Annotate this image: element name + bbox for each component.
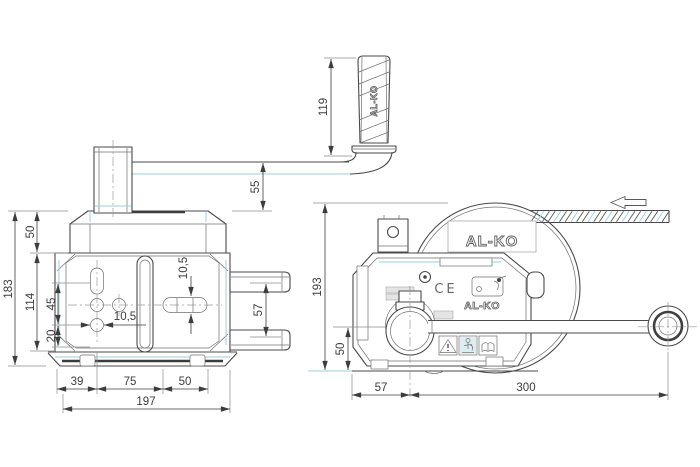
dim-side-base-a: 57 bbox=[375, 382, 388, 394]
spec-label bbox=[433, 310, 454, 320]
ce-mark: CE bbox=[434, 282, 457, 297]
handle-logo: AL-KO bbox=[369, 86, 379, 117]
warning-triangle-icon bbox=[439, 339, 457, 353]
dim-overall-height: 183 bbox=[3, 279, 15, 298]
dim-crank-offset: 55 bbox=[250, 181, 262, 194]
dim-handle-length: 119 bbox=[318, 98, 330, 116]
front-dimensions: 119 55 183 50 114 45 20 10,5 10,5 bbox=[3, 57, 356, 413]
strap-guard-tab bbox=[526, 271, 545, 299]
crank-handle-grip: AL-KO bbox=[357, 55, 391, 144]
dim-hole-diameter: 10,5 bbox=[114, 311, 136, 323]
dim-hub-height: 50 bbox=[335, 343, 347, 356]
dim-base-a: 39 bbox=[71, 376, 84, 388]
mounting-tab bbox=[377, 218, 409, 253]
dim-bracket-span: 57 bbox=[253, 304, 265, 317]
dim-hole-span-upper: 45 bbox=[46, 298, 58, 311]
screw-center bbox=[423, 275, 427, 279]
dim-base-c: 50 bbox=[179, 376, 192, 388]
housing-logo: AL-KO bbox=[464, 300, 500, 312]
dim-top-height: 50 bbox=[25, 226, 37, 239]
front-view: AL-KO bbox=[47, 55, 397, 367]
mounting-tab-hole bbox=[386, 225, 400, 239]
housing-side-rail bbox=[356, 265, 369, 341]
side-view: AL-KO CE AL-KO bbox=[348, 195, 697, 399]
housing-top-notch bbox=[439, 257, 493, 267]
dim-slot-width: 10,5 bbox=[178, 257, 190, 279]
hook-latch-label-icon bbox=[471, 275, 507, 297]
dim-side-base-b: 300 bbox=[516, 382, 535, 394]
operator-warning-icon bbox=[460, 337, 476, 354]
screw-head-icon bbox=[418, 270, 432, 284]
warning-label-row bbox=[438, 335, 498, 356]
manual-book-icon bbox=[481, 342, 495, 352]
dim-side-overall-height: 193 bbox=[312, 277, 324, 296]
base-foot bbox=[189, 354, 206, 367]
drum-hub bbox=[385, 306, 435, 356]
base-foot bbox=[79, 354, 96, 367]
strap bbox=[529, 209, 670, 224]
drum-logo-label bbox=[447, 220, 537, 253]
dim-overall-width: 197 bbox=[136, 396, 155, 408]
base-foot bbox=[370, 359, 389, 370]
side-dimensions: 193 50 57 300 bbox=[308, 202, 669, 400]
pull-direction-arrow-icon bbox=[609, 195, 647, 210]
strap-guide-bracket bbox=[229, 271, 291, 351]
dim-hole-span-lower: 20 bbox=[46, 330, 58, 343]
drum-logo: AL-KO bbox=[466, 233, 519, 250]
dim-body-height: 114 bbox=[25, 292, 37, 311]
dim-base-b: 75 bbox=[124, 376, 137, 388]
base-foot bbox=[485, 356, 504, 367]
